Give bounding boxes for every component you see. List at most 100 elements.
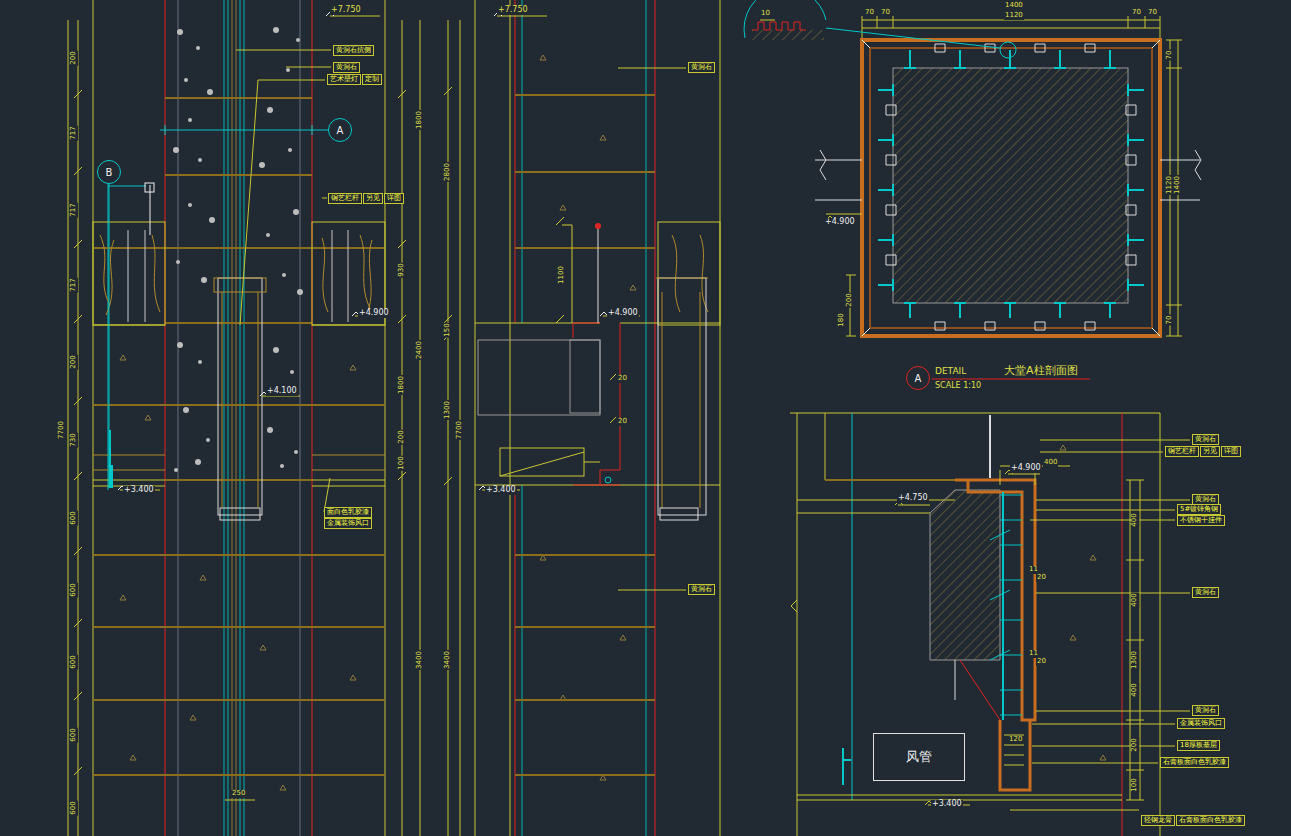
dimension-text: 200 <box>70 354 78 369</box>
node-text: 黄洞石 <box>1195 588 1216 597</box>
node-text: 黄洞石 <box>336 63 357 72</box>
material-tag: 黄洞石 <box>1192 705 1219 716</box>
drawing-label: 400 <box>1043 459 1058 467</box>
drawing-label: 10 <box>760 10 771 18</box>
material-tag: 艺术壁灯 <box>327 74 361 85</box>
drawing-label: +7.750 <box>497 6 529 15</box>
drawing-label: 1120 <box>1004 12 1024 20</box>
material-tag: 黄洞石 <box>688 62 715 73</box>
material-tag: 另见 <box>363 193 383 204</box>
drawing-label: +4.750 <box>897 494 929 503</box>
dimension-text: 1300 <box>444 400 452 420</box>
drawing-label: 70 <box>1147 9 1158 17</box>
material-tag: 不锈钢干挂件 <box>1177 515 1225 526</box>
section-marker: B <box>97 160 121 184</box>
drawing-label: SCALE 1:10 <box>934 382 982 391</box>
dimension-text: 200 <box>846 292 854 307</box>
drawing-label: 20 <box>1036 658 1047 666</box>
detail-plan <box>744 0 1201 379</box>
node-text: 黄洞石抗侧 <box>336 46 371 55</box>
drawing-label: +4.900 <box>824 218 856 227</box>
dimension-text: 930 <box>398 262 406 277</box>
node-text: 铜艺栏杆 <box>331 194 359 203</box>
node-text: 金属装饰风口 <box>1180 719 1222 728</box>
dimension-text: 7700 <box>456 420 464 440</box>
dimension-text: 2800 <box>444 162 452 182</box>
dimension-text: 200 <box>70 50 78 65</box>
dimension-text: 1300 <box>1131 650 1139 670</box>
material-tag: 18厚板基层 <box>1177 740 1220 751</box>
drawing-label: 250 <box>231 790 246 798</box>
node-text: 铜艺栏杆 <box>1168 447 1196 456</box>
dimension-text: 1100 <box>558 265 566 285</box>
dimension-text: 180 <box>838 312 846 327</box>
node-text: 艺术壁灯 <box>330 75 358 84</box>
stone-speckles <box>173 27 303 472</box>
middle-elevation <box>444 0 720 836</box>
dimension-text: 70 <box>1166 315 1174 326</box>
material-tag: 黄洞石 <box>688 584 715 595</box>
drawing-label: 20 <box>617 375 628 383</box>
drawing-label: +4.900 <box>1010 464 1042 473</box>
dimension-text: 150 <box>444 322 452 337</box>
node-text: 详图 <box>387 194 401 203</box>
node-text: 石膏板面白色乳胶漆 <box>1163 758 1226 767</box>
material-tag: 黄洞石 <box>1192 434 1219 445</box>
material-tag: 黄洞石 <box>333 62 360 73</box>
dimension-text: 70 <box>1166 50 1174 61</box>
material-tag: 铜艺栏杆 <box>328 193 362 204</box>
left-elevation <box>68 0 420 836</box>
dimension-text: 717 <box>70 202 78 217</box>
dimension-text: 1800 <box>398 375 406 395</box>
section-marker: A <box>328 118 352 142</box>
material-tag: 铜艺栏杆 <box>1165 446 1199 457</box>
material-tag: 详图 <box>384 193 404 204</box>
drawing-label: 70 <box>1131 9 1142 17</box>
section <box>790 413 1190 836</box>
node-text: 定制 <box>365 75 379 84</box>
material-tag: 另见 <box>1200 446 1220 457</box>
dimension-text: 400 <box>1131 682 1139 697</box>
dimension-text: 200 <box>1131 737 1139 752</box>
drawing-label: 120 <box>1008 736 1023 744</box>
node-text: 不锈钢干挂件 <box>1180 516 1222 525</box>
dimension-text: 3400 <box>416 650 424 670</box>
dimension-text: 1120 <box>1166 175 1174 195</box>
node-text: 黄洞石 <box>691 585 712 594</box>
node-text: 石膏板面白色乳胶漆 <box>1179 816 1242 825</box>
material-tag: 轻钢龙骨 <box>1141 815 1175 826</box>
drawing-label: +7.750 <box>330 6 362 15</box>
material-tag: 详图 <box>1221 446 1241 457</box>
drawing-label: +3.400 <box>485 486 517 495</box>
material-tag: 5#镀锌角钢 <box>1177 504 1221 515</box>
node-text: B <box>106 167 113 178</box>
material-tag: 定制 <box>362 74 382 85</box>
drawing-label: 20 <box>617 418 628 426</box>
node-text: 另见 <box>366 194 380 203</box>
duct-box: 风管 <box>873 733 965 781</box>
material-tag: 面白色乳胶漆 <box>324 507 372 518</box>
dimension-text: 400 <box>1131 512 1139 527</box>
node-text: 风管 <box>906 748 932 766</box>
drawing-label: 70 <box>864 9 875 17</box>
dimension-text: 100 <box>1131 777 1139 792</box>
dimension-text: 3400 <box>444 650 452 670</box>
dimension-text: 100 <box>398 455 406 470</box>
dimension-text: 2400 <box>416 340 424 360</box>
drawing-label: 11 <box>1028 566 1039 574</box>
material-tag: 金属装饰风口 <box>1177 718 1225 729</box>
drawing-label: +3.400 <box>123 486 155 495</box>
node-text: A <box>915 373 922 384</box>
material-tag: 黄洞石抗侧 <box>333 45 374 56</box>
dimension-text: 717 <box>70 125 78 140</box>
drawing-label: 大堂A柱剖面图 <box>1003 365 1079 377</box>
drawing-label: +4.900 <box>607 309 639 318</box>
node-text: 黄洞石 <box>691 63 712 72</box>
drawing-label: DETAIL <box>934 367 967 377</box>
material-tag: 黄洞石 <box>1192 587 1219 598</box>
dimension-text: 717 <box>70 277 78 292</box>
drawing-label: +4.100 <box>266 387 298 396</box>
node-text: 5#镀锌角钢 <box>1180 505 1218 514</box>
